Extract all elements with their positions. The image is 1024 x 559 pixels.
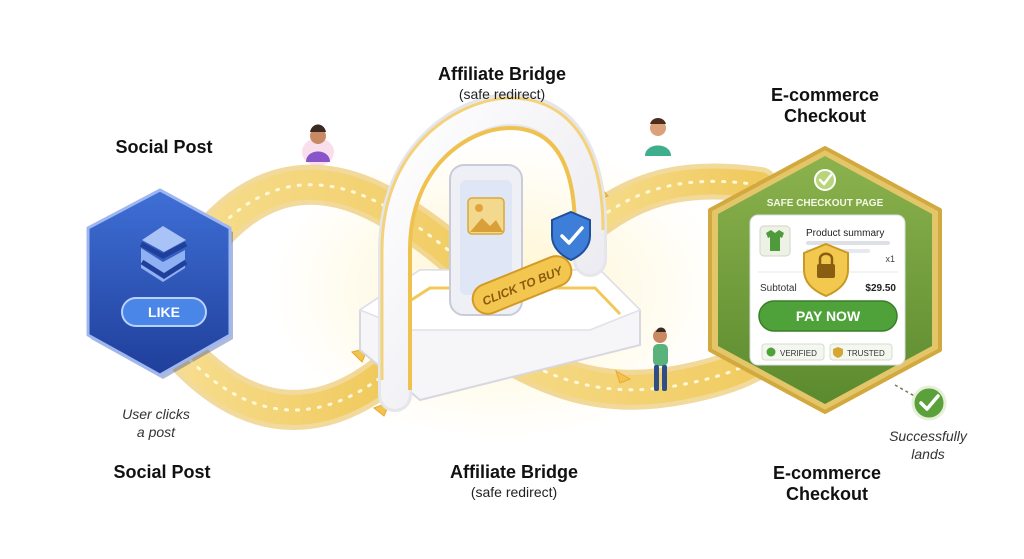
checkout-title-bottom-line1: E-commerce [772, 463, 882, 483]
user-avatar-man [645, 118, 671, 156]
bridge-heading-bottom: Affiliate Bridge (safe redirect) [414, 462, 614, 501]
success-check-icon [911, 385, 947, 421]
user-avatar-woman [302, 124, 334, 166]
subtotal-value: $29.50 [865, 283, 896, 294]
success-connector [894, 384, 919, 399]
checkout-title-top-line1: E-commerce [770, 85, 880, 105]
social-post-card: LIKE [86, 188, 233, 379]
like-label: LIKE [148, 304, 180, 320]
quantity: x1 [885, 254, 895, 264]
like-button[interactable]: LIKE [121, 297, 207, 327]
verified-label: VERIFIED [780, 349, 817, 358]
affiliate-bridge: CLICK TO BUY [358, 92, 642, 412]
social-note: User clicks a post [96, 405, 216, 441]
bridge-heading-top: Affiliate Bridge (safe redirect) [402, 64, 602, 103]
subtotal-label: Subtotal [760, 283, 797, 294]
product-summary: Product summary [806, 228, 884, 239]
checkout-title-top-line2: Checkout [783, 106, 866, 126]
checkout-title-top: E-commerce Checkout [740, 85, 910, 127]
lock-shield-icon [803, 242, 849, 298]
success-note: Successfully lands [868, 427, 988, 463]
trusted-label: TRUSTED [847, 349, 885, 358]
checkout-card: SAFE CHECKOUT PAGE Product summary x1 Su… [708, 146, 942, 414]
bridge-sub-bottom: (safe redirect) [470, 484, 558, 500]
bridge-title-top: Affiliate Bridge [437, 64, 566, 84]
image-icon [467, 197, 505, 235]
success-note-line2: lands [911, 446, 945, 462]
checkout-page-header: SAFE CHECKOUT PAGE [767, 198, 884, 209]
shield-check-icon [551, 210, 591, 262]
verified-badge: VERIFIED [761, 343, 825, 361]
pay-now-button[interactable]: PAY NOW [758, 300, 898, 332]
social-note-line2: a post [136, 424, 176, 440]
pay-now-label: PAY NOW [796, 308, 861, 324]
social-title-top: Social Post [115, 137, 213, 157]
s-logo-icon [139, 226, 188, 282]
check-circle-icon [814, 169, 836, 191]
bridge-sub-top: (safe redirect) [458, 86, 546, 102]
success-note-line1: Successfully [889, 428, 967, 444]
walking-person [653, 327, 668, 391]
trusted-badge: TRUSTED [829, 343, 893, 361]
checkout-title-bottom: E-commerce Checkout [742, 463, 912, 505]
click-to-buy-button[interactable]: CLICK TO BUY [468, 252, 576, 319]
social-title-bottom: Social Post [113, 462, 211, 482]
flow-path-return [572, 163, 778, 243]
tshirt-icon [759, 225, 791, 257]
bridge-title-bottom: Affiliate Bridge [449, 462, 578, 482]
checkout-title-bottom-line2: Checkout [785, 484, 868, 504]
arrow-icon [615, 369, 632, 384]
social-note-line1: User clicks [122, 406, 190, 422]
